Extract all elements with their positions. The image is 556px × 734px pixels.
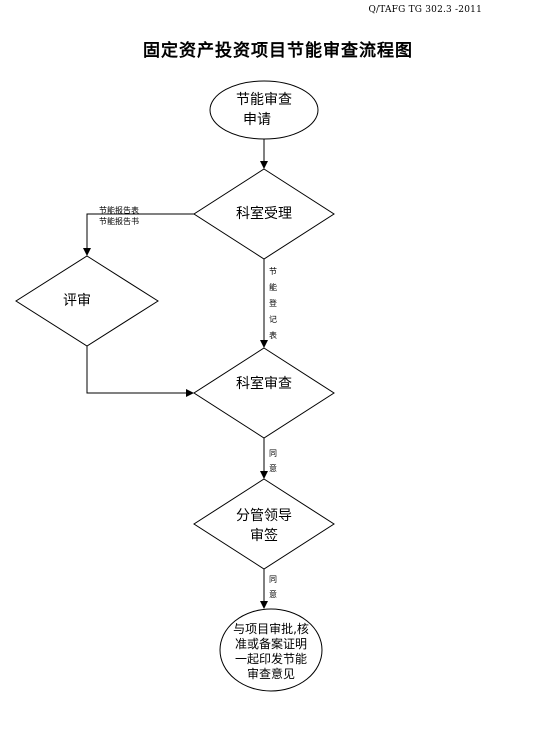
- edge-accept-to-review: [83, 213, 194, 256]
- registration-char-2: 能: [269, 283, 277, 292]
- agree-2-char-2: 意: [269, 590, 277, 599]
- leader-sign-line-2: 审签: [250, 528, 278, 544]
- end-node-line-4: 审查意见: [246, 667, 295, 681]
- end-node-shape: [219, 608, 323, 692]
- end-node-line-3: 一起印发节能: [234, 652, 307, 666]
- dept-accept-label: 科室受理: [236, 206, 292, 222]
- agree-label-1: 同 意: [268, 446, 278, 476]
- leader-sign-line-1: 分管领导: [236, 508, 292, 524]
- start-node-line-2: 申请: [243, 112, 271, 128]
- agree-2-char-1: 同: [269, 575, 277, 584]
- start-node-label: 节能审查 申请: [214, 90, 314, 130]
- document-code: Q/TAFG TG 302.3 -2011: [368, 5, 482, 15]
- start-node-line-1: 节能审查: [236, 92, 292, 108]
- registration-char-5: 表: [269, 331, 277, 340]
- registration-char-1: 节: [269, 267, 277, 276]
- agree-label-2: 同 意: [268, 572, 278, 602]
- dept-review-label: 科室审查: [236, 376, 292, 392]
- end-node-line-1: 与项目审批,核: [233, 622, 309, 636]
- report-book-label: 节能报告书: [99, 217, 139, 226]
- end-node-label: 与项目审批,核 准或备案证明 一起印发节能 审查意见: [221, 622, 321, 682]
- agree-1-char-2: 意: [269, 464, 277, 473]
- edge-review-to-dept-review: [86, 346, 194, 397]
- registration-char-3: 登: [269, 299, 277, 308]
- end-node-line-2: 准或备案证明: [234, 637, 307, 651]
- leader-sign-label: 分管领导 审签: [214, 506, 314, 546]
- registration-form-label: 节 能 登 记 表: [268, 264, 278, 344]
- report-table-label: 节能报告表: [99, 206, 139, 215]
- report-types-label: 节能报告表 节能报告书: [99, 205, 139, 227]
- review-label: 评审: [63, 293, 91, 309]
- page-title: 固定资产投资项目节能审查流程图: [143, 41, 413, 61]
- registration-char-4: 记: [269, 315, 277, 324]
- agree-1-char-1: 同: [269, 449, 277, 458]
